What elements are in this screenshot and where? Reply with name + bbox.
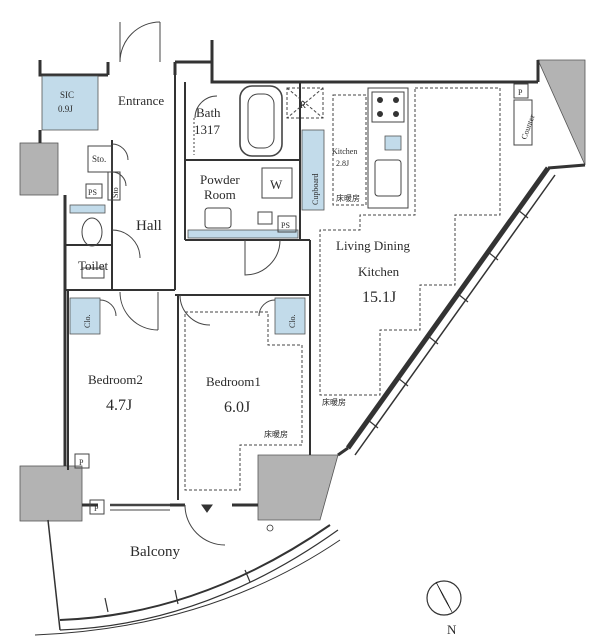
bath-size: 1317 [194, 122, 221, 137]
kitchen-name: Kitchen [332, 147, 357, 156]
column-left-upper [19, 142, 59, 196]
washer-box [261, 167, 293, 199]
ldk-floor-heating [319, 87, 501, 396]
counter-box [513, 99, 533, 146]
ps-powder-box [277, 215, 297, 233]
sic-size: 0.9J [58, 104, 73, 114]
toilet-tank [81, 267, 105, 279]
pipe-balcony-label: P [94, 504, 99, 513]
column-right-upper [537, 59, 586, 166]
clo-bedroom2-label: Clo. [83, 314, 92, 328]
bedroom2-name: Bedroom2 [88, 372, 143, 387]
ps-hall-label: PS [88, 188, 97, 197]
toilet-bowl [81, 217, 103, 247]
sic-name: SIC [60, 90, 74, 100]
wall-lines [38, 40, 586, 507]
bedroom2-size: 4.7J [106, 397, 132, 414]
ps-powder-label: PS [281, 221, 290, 230]
cupboard-label: Cupboard [311, 173, 320, 205]
ldk-line1: Living Dining [336, 238, 411, 253]
ps-hall-box [85, 183, 103, 199]
sto-side-label: Sto [111, 187, 120, 198]
fixtures [74, 83, 533, 515]
pipe-balcony-box [89, 499, 105, 515]
pipe-top-label: P [518, 88, 523, 97]
compass-label: N [447, 622, 457, 637]
stove-burners [377, 97, 399, 117]
kitchen-zone [332, 94, 367, 206]
entrance-label: Entrance [118, 93, 164, 108]
compass: N [426, 580, 462, 637]
entrance-door [119, 21, 161, 63]
powder-sink [204, 207, 232, 229]
sto-upper-label: Sto. [92, 154, 106, 164]
cupboard [301, 129, 325, 211]
pipe-bed2-box [74, 453, 90, 469]
toilet-label: Toilet [78, 258, 109, 273]
hall-label: Hall [136, 218, 162, 234]
window-ticks [367, 209, 529, 429]
bathtub [239, 85, 283, 157]
washer-label: W [270, 177, 283, 192]
clo-bedroom1-label: Clo. [288, 314, 297, 328]
kitchen-hood [384, 135, 402, 151]
bedroom1-name: Bedroom1 [206, 374, 261, 389]
refrigerator-space [286, 87, 324, 119]
refrigerator-label: R [300, 100, 306, 110]
room-labels: SIC 0.9J Entrance Bath 1317 Powder Room … [58, 90, 411, 560]
floor-heat-ldk-label: 床暖房 [322, 397, 346, 407]
ldk-line2: Kitchen [358, 264, 400, 279]
balcony-area [34, 504, 341, 636]
column-left-lower [19, 465, 83, 522]
sic-closet [41, 75, 99, 131]
bath-name: Bath [196, 105, 221, 120]
doors [99, 21, 281, 546]
pipe-bed2-label: P [79, 458, 84, 467]
kitchen-size: 2.8J [336, 159, 349, 168]
ldk-size: 15.1J [362, 289, 396, 306]
balcony-label: Balcony [130, 544, 180, 560]
toilet-shelf [69, 204, 106, 214]
kitchen-counter [367, 87, 409, 209]
stove [371, 91, 405, 123]
bathtub-inner [247, 93, 275, 149]
sto-upper-box [87, 145, 113, 173]
powder-line2: Room [204, 187, 236, 202]
storage-areas [41, 75, 402, 335]
bed1-floor-heating [184, 311, 303, 491]
powder-counter [187, 229, 299, 239]
walls [19, 59, 586, 522]
kitchen-sink [374, 159, 402, 197]
fixture-labels: Sto. Sto PS PS W R Cupboard Counter Clo.… [79, 88, 537, 513]
pipe-top-box [513, 83, 529, 99]
clo-bedroom1 [274, 297, 306, 335]
counter-label: Counter [519, 113, 536, 141]
floor-heat-kitchen-label: 床暖房 [336, 193, 360, 203]
entry-marker [201, 504, 213, 513]
floor-heat-bed1-label: 床暖房 [264, 429, 288, 439]
powder-line1: Powder [200, 172, 240, 187]
column-center-lower [257, 454, 339, 521]
clo-bedroom2 [69, 297, 101, 335]
powder-small-box [257, 211, 273, 225]
bedroom1-size: 6.0J [224, 399, 250, 416]
